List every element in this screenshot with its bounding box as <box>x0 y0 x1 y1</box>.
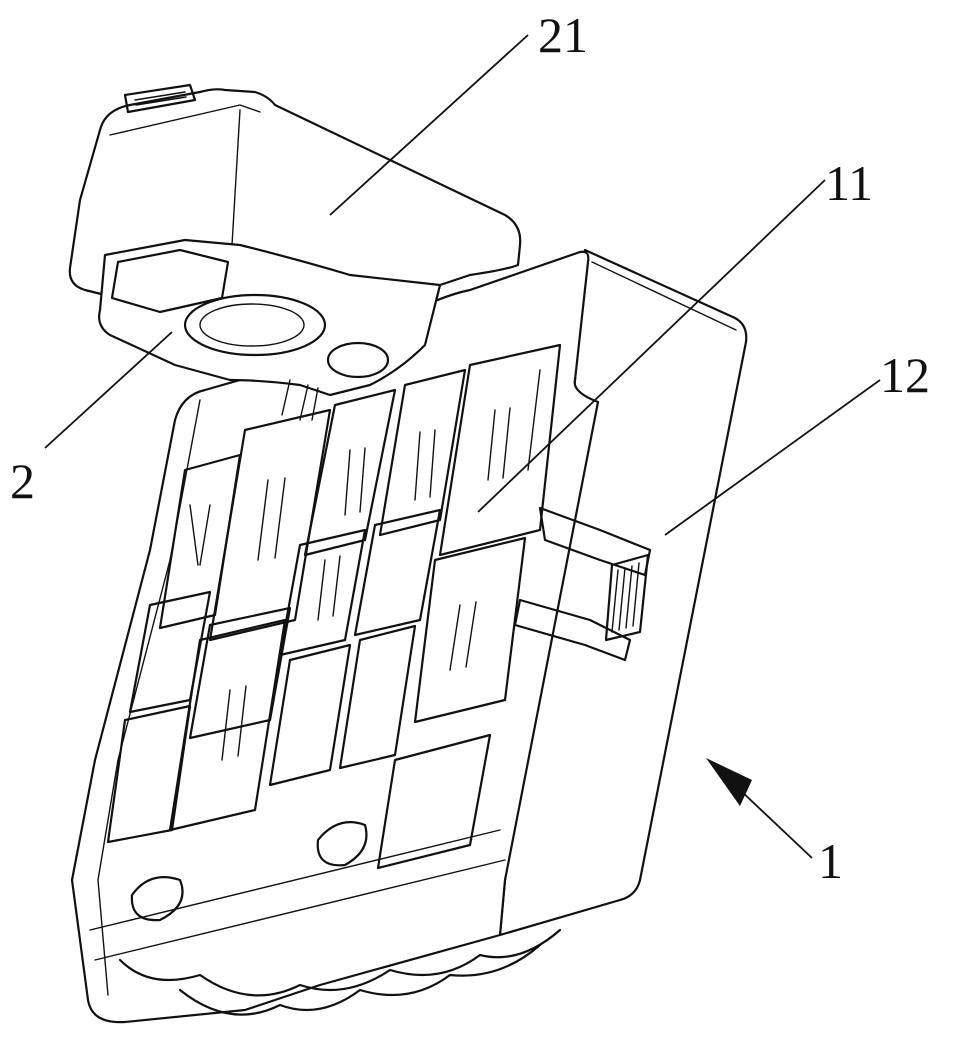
tongue-2 <box>257 477 286 561</box>
cover-tab <box>123 83 197 114</box>
slot-row-2-d <box>353 508 442 637</box>
hook-row-front <box>118 928 562 997</box>
hook-row-back <box>178 943 542 1016</box>
latch-arm-lower <box>513 598 632 662</box>
side-latch <box>513 506 652 662</box>
tongue-8 <box>317 555 341 621</box>
label-21: 21 <box>538 7 588 63</box>
slot-row-3-b <box>168 618 287 832</box>
slot-row-3-d <box>338 624 417 770</box>
slot-column-3 <box>303 388 397 557</box>
label-1: 1 <box>818 833 843 889</box>
cover-front-edge <box>109 104 261 136</box>
slot-row-3-c <box>268 643 352 787</box>
slot-column-2 <box>208 408 332 642</box>
tongue-5 <box>487 369 541 481</box>
front-face <box>70 250 600 1024</box>
adapter <box>68 83 522 421</box>
slot-column-4 <box>378 368 467 537</box>
grip-loop-right <box>316 821 368 867</box>
leader-1 <box>739 789 813 859</box>
slot-row-2-c <box>278 528 367 657</box>
threaded-port <box>183 293 327 357</box>
tongue-3 <box>344 447 366 516</box>
latch-ribs <box>611 562 640 633</box>
side-panel-edge <box>591 261 737 331</box>
tongue-7 <box>221 685 247 761</box>
leader-lines <box>44 34 881 859</box>
arrow-1-head <box>706 758 752 806</box>
cover-vertical-edge <box>231 109 241 246</box>
slot-row-3-e <box>376 733 492 870</box>
leader-11 <box>477 179 826 513</box>
tongue-4 <box>414 429 436 501</box>
adapter-stem <box>281 379 319 421</box>
threaded-port-inner <box>199 303 305 347</box>
housing-body <box>70 248 748 1024</box>
reference-numerals: 21 11 12 2 1 <box>10 7 930 889</box>
latch-grip <box>604 553 650 642</box>
bottom-rail <box>89 829 506 961</box>
label-12: 12 <box>880 347 930 403</box>
small-port <box>326 341 390 379</box>
bottom-hooks <box>89 821 562 1016</box>
label-2: 2 <box>10 453 35 509</box>
adapter-underside <box>98 238 442 397</box>
slot-row-2-e <box>413 536 527 724</box>
leader-2 <box>44 331 173 449</box>
grip-loop-left <box>130 876 184 922</box>
cover-tab-ribs <box>134 91 187 106</box>
tongue-1 <box>189 504 211 566</box>
leader-21 <box>329 34 529 216</box>
slot-column-5 <box>438 343 562 557</box>
adapter-box <box>110 248 230 314</box>
tongue-6 <box>449 601 477 671</box>
leader-12 <box>664 379 881 536</box>
label-11: 11 <box>825 155 873 211</box>
front-plate <box>106 343 562 870</box>
